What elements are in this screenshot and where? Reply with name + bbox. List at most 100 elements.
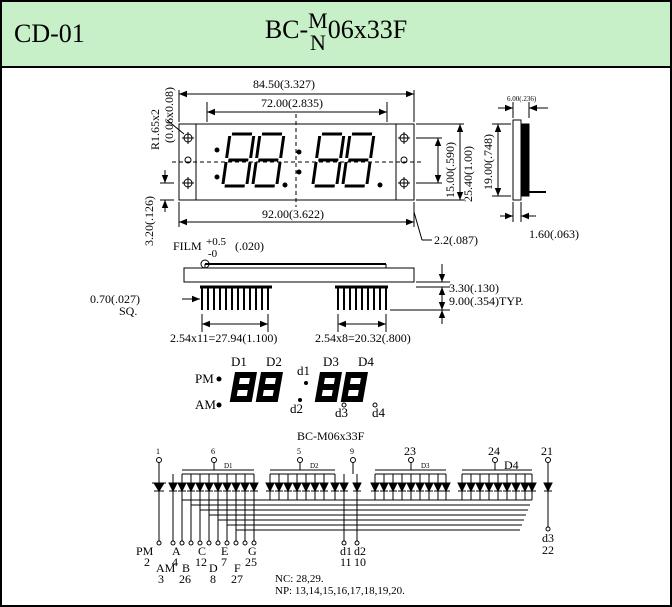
legend-dp3: d3 [335,405,348,420]
segment-bus [156,473,551,546]
front-digit-3 [311,132,346,188]
diode [301,474,311,500]
dim-radius: R1.65x2 [148,109,162,150]
dim-hole-pitch: 92.00(3.622) [262,207,324,221]
diode [240,474,250,500]
title-suffix: 06x33F [327,14,408,44]
bottom-b: B [182,561,190,575]
diode [388,474,398,500]
dim-height-outer: 25.40(1.00) [461,146,475,202]
bottom-g: G [248,544,257,558]
dim-pin-size: 0.70(.027) [90,292,140,306]
diode [466,474,476,500]
diode [186,474,196,500]
pin-node-21 [545,457,551,463]
pin-node-5 [297,457,303,463]
legend-d3: D3 [323,354,339,369]
pin-label-5: 5 [297,447,301,456]
schematic-title: BC-M06x33F [297,429,365,443]
diode [231,474,241,500]
pin-label-6: 6 [211,447,215,456]
pin-row-right [337,287,387,310]
dim-pin-size-unit: SQ. [119,304,137,318]
diode [177,474,187,500]
bottom-d3-pin: 22 [542,543,554,557]
dim-pitch-left: 2.54x11=27.94(1.100) [170,331,277,345]
bottom-c: C [198,544,206,558]
diode [520,474,530,500]
bottom-c-pin: 12 [195,555,207,569]
bottom-am-pin: 3 [158,572,164,586]
note-np: NP: 13,14,15,16,17,18,19,20. [275,585,405,597]
dim-side-height: 19.00(.748) [481,134,495,190]
pin-label-24: 24 [488,444,500,458]
dim-radius-alt: (0.06x0.08) [162,87,176,143]
diode [265,474,275,500]
dim-digit-span: 72.00(2.835) [261,96,323,110]
note-nc: NC: 28,29. [275,573,324,585]
film-tol-plus: +0.5 [206,236,226,248]
diode [195,474,205,500]
bottom-d2-pin: 10 [354,555,366,569]
diode [415,474,425,500]
dim-corner: 2.2(.087) [434,233,478,247]
dim-standoff: 3.30(.130) [449,281,499,295]
pin-label-23: 23 [404,444,416,458]
front-digit-4 [341,132,376,188]
diode [168,474,178,500]
legend-colon-upper: d1 [297,363,310,378]
diode [222,474,232,500]
diode [511,474,521,500]
technical-drawing: 84.50(3.327) 72.00(2.835) 92.00(3.622) R… [90,77,579,597]
pin-node-24 [492,457,498,463]
diode [424,474,434,500]
pin-node-1 [156,457,162,463]
legend-d4: D4 [358,354,374,369]
diode [441,474,451,500]
bottom-d2: d2 [354,544,366,558]
diode [502,474,512,500]
side-view [492,102,548,222]
diode [283,474,293,500]
diode [457,474,467,500]
diode [352,474,362,500]
bottom-f: F [234,561,241,575]
title-sup: M [308,8,328,33]
bottom-d3: d3 [542,531,554,545]
diode [213,474,223,500]
dim-pin-length: 9.00(.354)TYP. [449,294,523,308]
legend-dp4: d4 [372,405,386,420]
diode [484,474,494,500]
bottom-b-pin: 26 [179,572,191,586]
segment-legend: D1 D2 D3 D4 PM AM d1 d2 d3 d4 [195,354,386,420]
diode [204,474,214,500]
diode [527,474,537,500]
group-label-d1: D1 [224,462,233,470]
diode [493,474,503,500]
pin-node-6 [211,457,217,463]
pin-row-left [201,287,269,310]
bottom-g-pin: 25 [245,555,257,569]
diode [249,474,259,500]
legend-pm: PM [195,371,214,386]
dim-height-inner: 15.00(.590) [443,142,457,198]
diode [310,474,320,500]
diode-row [152,472,166,542]
diode [406,474,416,500]
pin-node-9 [350,457,356,463]
pin-label-1: 1 [156,447,160,456]
bottom-a: A [172,544,181,558]
front-view [172,114,422,207]
group-label-d4: D4 [504,458,519,472]
legend-colon-lower: d2 [290,401,303,416]
legend-d1: D1 [231,354,247,369]
drawing-code: CD-01 [14,19,85,48]
group-label-d2: D2 [310,462,319,470]
film-label: FILM [173,239,202,253]
diode [339,474,349,500]
pin-node-23 [408,457,414,463]
dim-side-thickness: 1.60(.063) [529,227,579,241]
